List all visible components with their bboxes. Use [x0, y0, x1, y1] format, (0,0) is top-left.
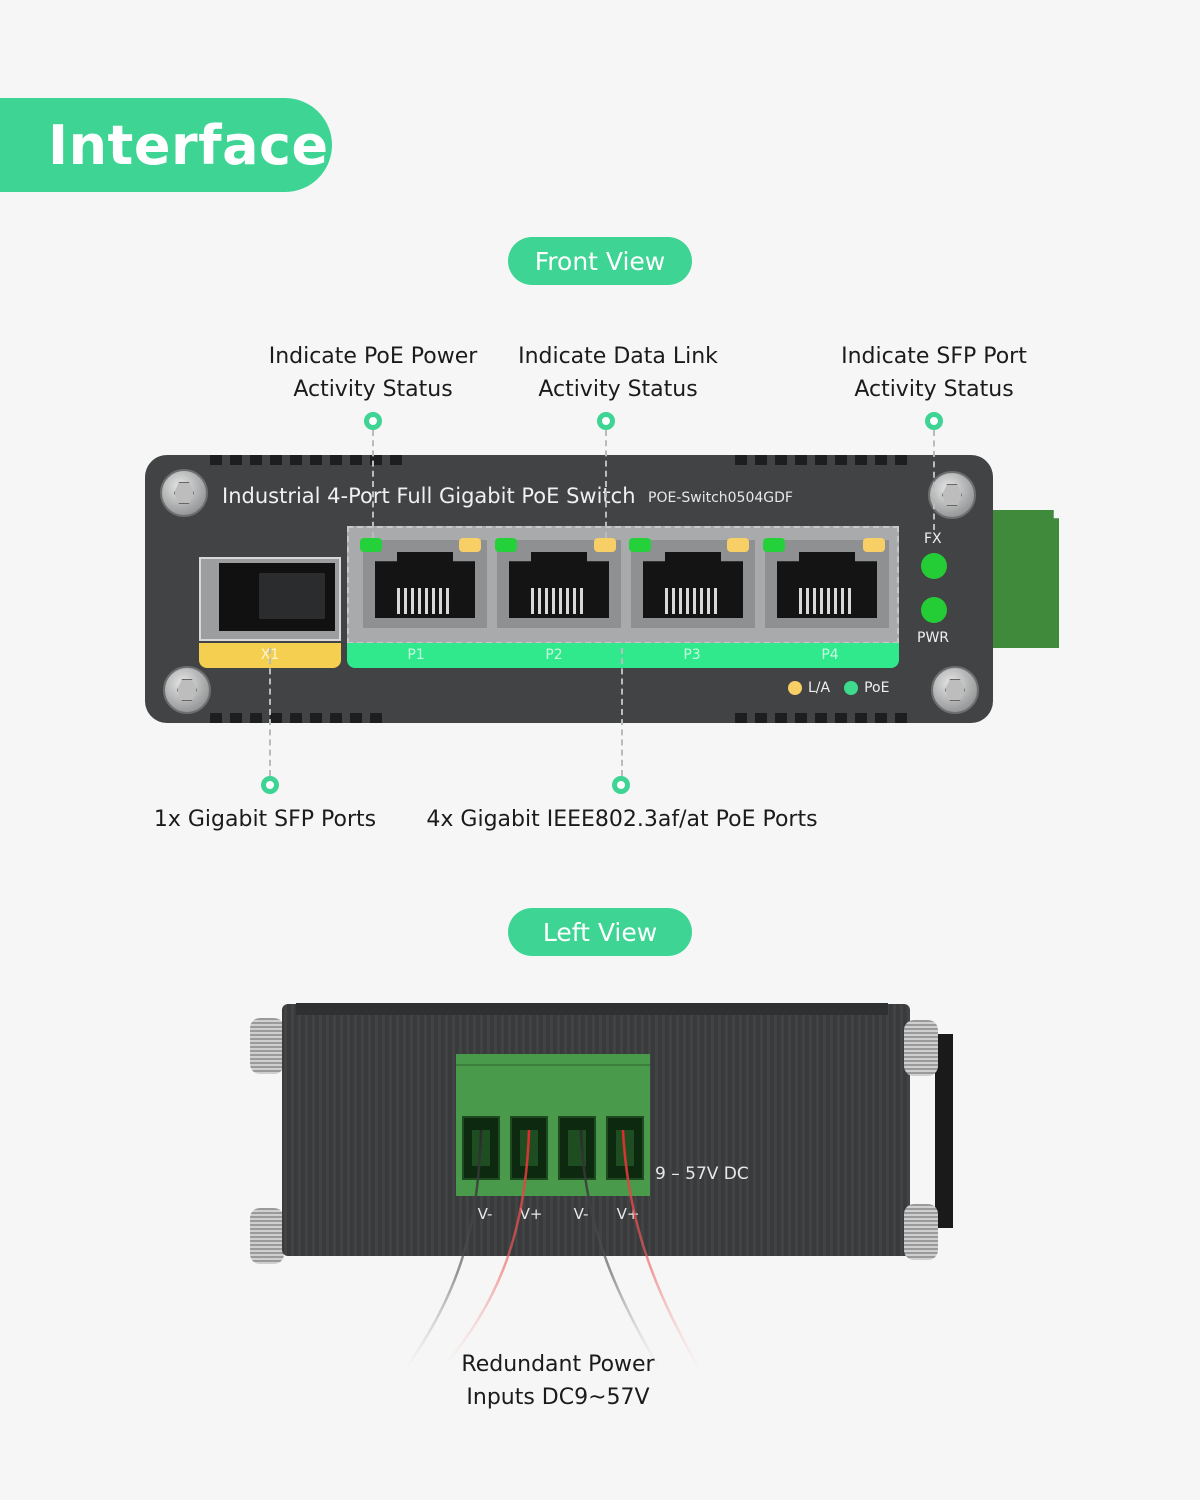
callout-sfp-port-status: Indicate SFP Port Activity Status — [809, 340, 1059, 406]
pwr-label: PWR — [917, 630, 950, 646]
callout-line: Indicate PoE Power — [268, 344, 478, 369]
poe-led-p3 — [629, 538, 651, 552]
screw-icon — [931, 666, 979, 714]
callout-line: Activity Status — [293, 377, 453, 402]
port-label: P1 — [407, 647, 425, 663]
device-title: Industrial 4-Port Full Gigabit PoE Switc… — [222, 484, 636, 508]
thumb-screw-icon — [250, 1018, 284, 1074]
sfp-port-x1[interactable] — [199, 557, 341, 641]
power-terminal-block[interactable] — [456, 1054, 650, 1196]
poe-swatch — [844, 681, 859, 695]
callout-marker-icon — [261, 776, 279, 794]
screw-icon — [160, 469, 208, 517]
leader-line — [621, 648, 623, 776]
terminal-label: V+ — [519, 1205, 543, 1223]
callout-redundant-power: Redundant Power Inputs DC9~57V — [408, 1348, 708, 1414]
callout-marker-icon — [364, 412, 382, 430]
callout-marker-icon — [925, 412, 943, 430]
callout-poe-ports: 4x Gigabit IEEE802.3af/at PoE Ports — [426, 807, 818, 832]
thumb-screw-icon — [250, 1208, 284, 1264]
leader-line — [605, 430, 607, 538]
la-swatch — [788, 681, 802, 695]
leader-line — [269, 648, 271, 776]
poe-led-p2 — [495, 538, 517, 552]
rj45-port-p3[interactable] — [631, 540, 755, 628]
port-label-strip: P1 P2 P3 P4 — [347, 643, 899, 668]
terminal-slot — [606, 1116, 644, 1180]
port-label: P3 — [683, 647, 701, 663]
link-led-p1 — [459, 538, 481, 552]
callout-line: Indicate SFP Port — [841, 344, 1027, 369]
rj45-port-block — [347, 526, 899, 644]
thumb-screw-icon — [904, 1204, 938, 1260]
left-view-label: Left View — [542, 917, 658, 947]
terminal-label: V+ — [616, 1205, 640, 1223]
callout-sfp-ports: 1x Gigabit SFP Ports — [153, 807, 377, 832]
heatsink-fins-bottom-right — [735, 713, 907, 723]
left-view-badge: Left View — [508, 908, 692, 956]
front-view-badge: Front View — [508, 237, 692, 285]
legend-poe: PoE — [864, 680, 890, 696]
callout-poe-power-status: Indicate PoE Power Activity Status — [248, 340, 498, 406]
link-led-p4 — [863, 538, 885, 552]
callout-line: Indicate Data Link — [518, 344, 718, 369]
terminal-label: V- — [573, 1205, 589, 1223]
leader-line — [372, 430, 374, 538]
din-rail-clip — [993, 510, 1059, 648]
screw-icon — [928, 471, 976, 519]
callout-line: Inputs DC9~57V — [466, 1385, 650, 1410]
callout-line: Activity Status — [854, 377, 1014, 402]
rj45-port-p1[interactable] — [363, 540, 487, 628]
device-model: POE-Switch0504GDF — [648, 490, 793, 506]
interface-heading-tag: Interface — [0, 98, 332, 192]
side-panel-top-edge — [296, 1003, 888, 1015]
callout-marker-icon — [612, 776, 630, 794]
leader-line — [933, 430, 935, 530]
legend-la: L/A — [808, 680, 831, 696]
callout-line: Activity Status — [538, 377, 698, 402]
screw-icon — [163, 666, 211, 714]
port-label: P4 — [821, 647, 839, 663]
link-led-p3 — [727, 538, 749, 552]
heatsink-fins-bottom-left — [210, 713, 382, 723]
voltage-range-label: 9 – 57V DC — [655, 1164, 749, 1184]
terminal-slot — [558, 1116, 596, 1180]
page-title: Interface — [48, 113, 329, 177]
terminal-label: V- — [477, 1205, 493, 1223]
poe-led-p1 — [360, 538, 382, 552]
poe-led-p4 — [763, 538, 785, 552]
fx-led — [921, 553, 947, 579]
led-legend: L/A PoE — [788, 680, 889, 696]
terminal-slot — [510, 1116, 548, 1180]
thumb-screw-icon — [904, 1020, 938, 1076]
link-led-p2 — [594, 538, 616, 552]
callout-data-link-status: Indicate Data Link Activity Status — [493, 340, 743, 406]
callout-marker-icon — [597, 412, 615, 430]
front-view-label: Front View — [534, 246, 666, 276]
port-label: P2 — [545, 647, 563, 663]
terminal-slot — [462, 1116, 500, 1180]
callout-line: Redundant Power — [461, 1352, 655, 1377]
rj45-port-p2[interactable] — [497, 540, 621, 628]
heatsink-fins-top-left — [210, 455, 402, 465]
rj45-port-p4[interactable] — [765, 540, 889, 628]
fx-label: FX — [924, 531, 942, 547]
heatsink-fins-top-right — [735, 455, 907, 465]
pwr-led — [921, 597, 947, 623]
din-rail — [935, 1034, 953, 1228]
